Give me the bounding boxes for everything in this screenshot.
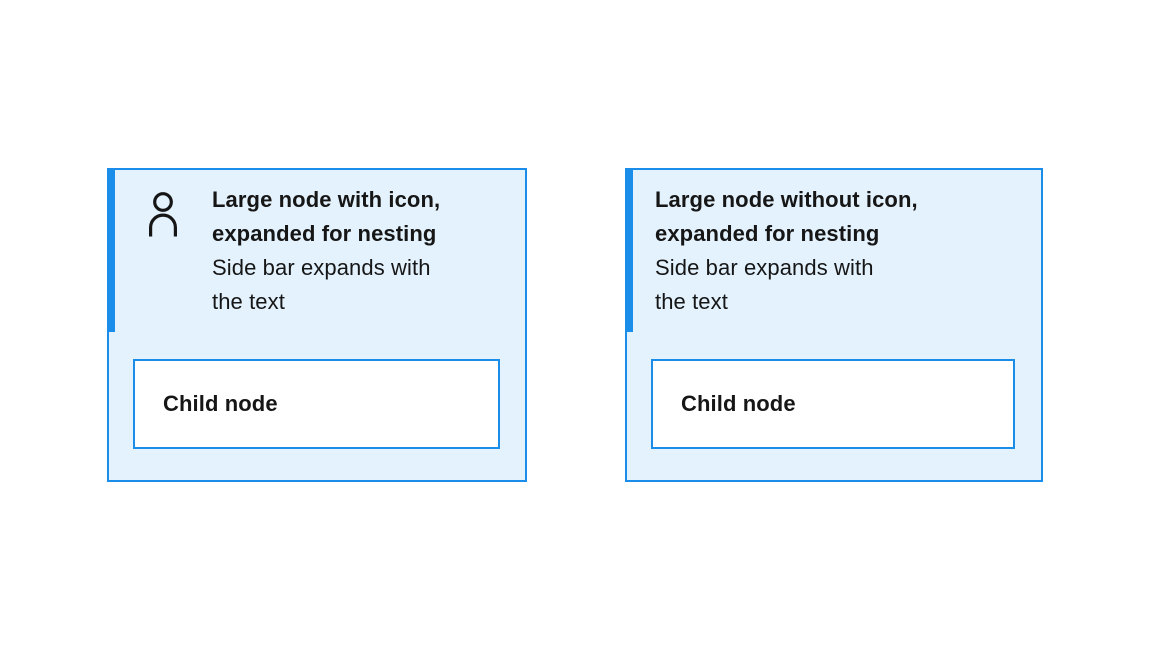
node-card-with-icon: Large node with icon, expanded for nesti… (107, 168, 527, 482)
node-card-without-icon: Large node without icon, expanded for ne… (625, 168, 1043, 482)
node-subtitle-line: Side bar expands with (212, 255, 431, 280)
child-node: Child node (651, 359, 1015, 449)
node-subtitle-line: the text (212, 289, 285, 314)
node-text-block: Large node without icon, expanded for ne… (655, 183, 918, 319)
node-subtitle-line: the text (655, 289, 728, 314)
node-title-line: expanded for nesting (655, 221, 880, 246)
node-text-block: Large node with icon, expanded for nesti… (212, 183, 440, 319)
child-node-label: Child node (163, 391, 278, 416)
child-node: Child node (133, 359, 500, 449)
node-subtitle-line: Side bar expands with (655, 255, 874, 280)
user-icon (148, 191, 178, 237)
child-node-label: Child node (681, 391, 796, 416)
node-side-bar (109, 170, 115, 332)
node-title-line: Large node without icon, (655, 187, 918, 212)
node-title-line: expanded for nesting (212, 221, 437, 246)
node-title-line: Large node with icon, (212, 187, 441, 212)
node-side-bar (627, 170, 633, 332)
